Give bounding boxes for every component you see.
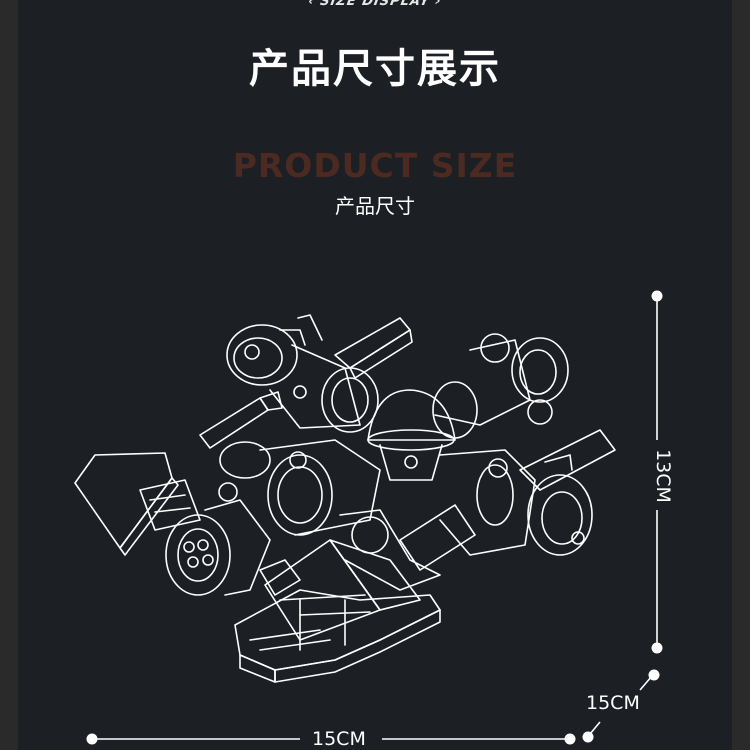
center-dome xyxy=(367,389,456,481)
page-title: 产品尺寸展示 xyxy=(249,46,501,92)
display-base xyxy=(234,589,441,683)
shield-plate xyxy=(74,452,201,556)
depth-label: 15CM xyxy=(586,692,640,714)
product-line-drawing xyxy=(74,290,663,745)
lower-right-engine xyxy=(439,429,616,556)
width-label: 15CM xyxy=(312,728,366,750)
height-dimension-line xyxy=(651,290,663,654)
upper-right-engine xyxy=(432,333,569,439)
height-label: 13CM xyxy=(651,449,674,503)
stand xyxy=(264,539,421,641)
upper-left-engine xyxy=(226,314,379,433)
lower-left-engine xyxy=(165,482,301,596)
middle-left-engine xyxy=(219,439,389,554)
section-title-chinese: 产品尺寸 xyxy=(335,194,415,218)
product-size-panel: ‹ SIZE DISPLAY › 产品尺寸展示 PRODUCT SIZE 产品尺… xyxy=(18,0,732,750)
depth-dimension-line xyxy=(582,669,660,743)
lower-wedge xyxy=(339,504,476,591)
width-dimension-line xyxy=(86,733,576,745)
upper-arms xyxy=(199,317,413,449)
section-title-english: PRODUCT SIZE xyxy=(232,146,518,185)
